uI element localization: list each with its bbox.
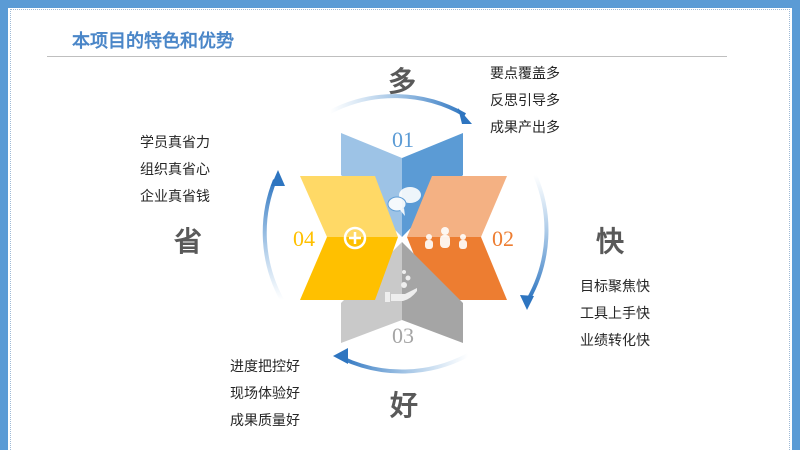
arc-bottom (341, 353, 469, 374)
list-item: 要点覆盖多 (490, 65, 560, 81)
number-03: 03 (392, 323, 414, 348)
number-01: 01 (392, 127, 414, 152)
list-kuai: 目标聚焦快 工具上手快 业绩转化快 (580, 273, 650, 354)
cycle-arrows (262, 94, 549, 374)
list-item: 企业真省钱 (140, 188, 210, 204)
arc-right (526, 174, 549, 301)
heading-duo: 多 (387, 66, 417, 97)
list-item: 工具上手快 (580, 305, 650, 321)
list-item: 成果产出多 (490, 119, 560, 135)
heading-kuai: 快 (595, 226, 625, 257)
heading-sheng: 省 (173, 226, 203, 257)
arrowhead-bottom (333, 348, 348, 364)
number-02: 02 (492, 226, 514, 251)
plus-circle-icon (343, 226, 367, 250)
hand-coins-icon (385, 270, 417, 302)
slide-title: 本项目的特色和优势 (72, 31, 234, 51)
list-item: 进度把控好 (230, 358, 300, 374)
list-item: 组织真省心 (140, 161, 210, 177)
chat-bubbles-icon (387, 187, 421, 216)
family-icon (425, 227, 467, 249)
list-item: 业绩转化快 (580, 332, 650, 348)
segment-04 (300, 176, 398, 300)
list-item: 成果质量好 (230, 412, 300, 428)
arrowhead-right (520, 295, 534, 310)
list-item: 现场体验好 (230, 385, 300, 401)
list-hao: 进度把控好 现场体验好 成果质量好 (230, 353, 300, 434)
number-04: 04 (293, 226, 315, 251)
slide-border (10, 9, 790, 450)
list-item: 反思引导多 (490, 92, 560, 108)
arrowhead-top (458, 108, 472, 124)
title-divider (47, 56, 727, 57)
arc-top (329, 94, 467, 117)
list-duo: 要点覆盖多 反思引导多 成果产出多 (490, 60, 560, 141)
list-sheng: 学员真省力 组织真省心 企业真省钱 (140, 129, 210, 210)
list-item: 目标聚焦快 (580, 278, 650, 294)
heading-hao: 好 (389, 390, 419, 421)
arrowhead-left (271, 170, 285, 186)
arc-left (262, 179, 284, 301)
list-item: 学员真省力 (140, 134, 210, 150)
